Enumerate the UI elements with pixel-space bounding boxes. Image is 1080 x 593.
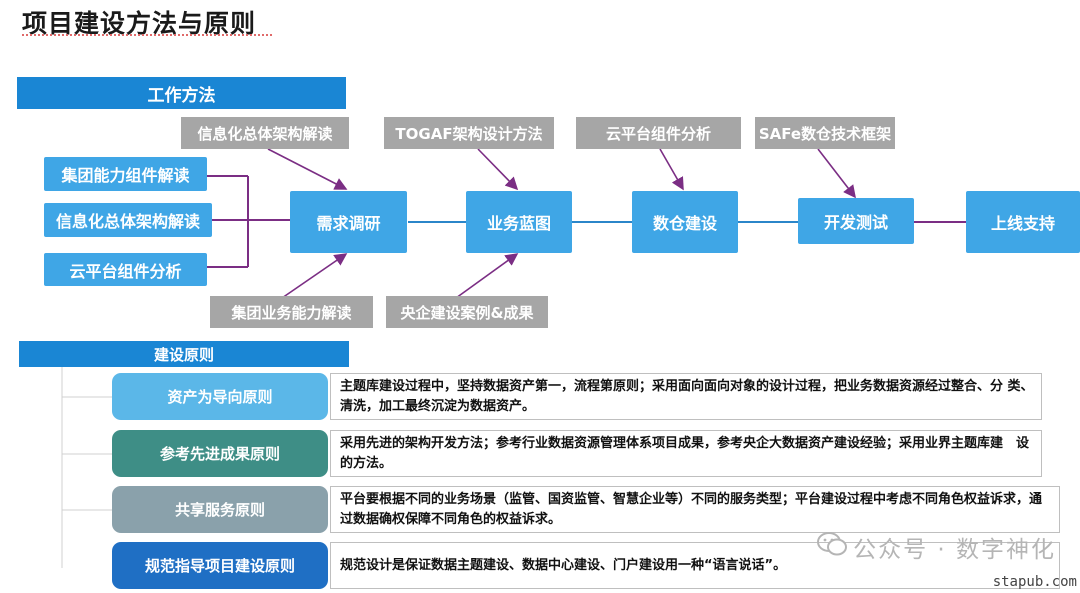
arrow-line	[477, 148, 519, 191]
principle-label-1: 资产为导向原则	[112, 373, 328, 420]
stage-warehouse-build: 数仓建设	[632, 191, 738, 253]
bottom-input-1: 集团业务能力解读	[210, 296, 373, 328]
wechat-icon	[817, 531, 848, 563]
page-title: 项目建设方法与原则	[22, 9, 257, 38]
arrow-line	[267, 148, 348, 190]
top-input-4: SAFe数仓技术框架	[755, 117, 895, 149]
principles-header: 建设原则	[19, 341, 349, 367]
work-method-header: 工作方法	[17, 77, 346, 109]
stage-go-live: 上线支持	[966, 191, 1080, 253]
watermark-text: 公众号 · 数字神化	[853, 537, 1056, 563]
bottom-input-2: 央企建设案例&成果	[386, 296, 548, 328]
principle-label-3: 共享服务原则	[112, 486, 328, 533]
principle-desc-2: 采用先进的架构开发方法；参考行业数据资源管理体系项目成果，参考央企大数据资产建设…	[330, 430, 1042, 477]
stage-business-blueprint: 业务蓝图	[466, 191, 572, 253]
left-input-1: 集团能力组件解读	[44, 157, 207, 191]
principle-label-4: 规范指导项目建设原则	[112, 542, 328, 589]
watermark: 公众号 · 数字神化	[817, 530, 1056, 564]
stage-dev-test: 开发测试	[798, 198, 914, 244]
arrow-line	[455, 253, 519, 299]
arrow-line	[659, 148, 684, 191]
left-input-2: 信息化总体架构解读	[44, 203, 212, 237]
source-stamp: stapub.com	[992, 574, 1077, 590]
top-input-2: TOGAF架构设计方法	[384, 117, 554, 149]
principle-desc-1: 主题库建设过程中，坚持数据资产第一，流程第原则；采用面向面向对象的设计过程，把业…	[330, 373, 1042, 420]
title-underline	[22, 34, 272, 36]
top-input-1: 信息化总体架构解读	[181, 117, 349, 149]
arrow-line	[817, 148, 856, 199]
arrow-line	[281, 253, 348, 299]
left-input-3: 云平台组件分析	[44, 253, 207, 286]
stage-requirements: 需求调研	[290, 191, 407, 253]
principle-desc-4: 规范设计是保证数据主题建设、数据中心建设、门户建设用一种“语言说话”。	[330, 542, 1060, 589]
top-input-3: 云平台组件分析	[576, 117, 741, 149]
principle-desc-3: 平台要根据不同的业务场景（监管、国资监管、智慧企业等）不同的服务类型；平台建设过…	[330, 486, 1060, 533]
principle-label-2: 参考先进成果原则	[112, 430, 328, 477]
